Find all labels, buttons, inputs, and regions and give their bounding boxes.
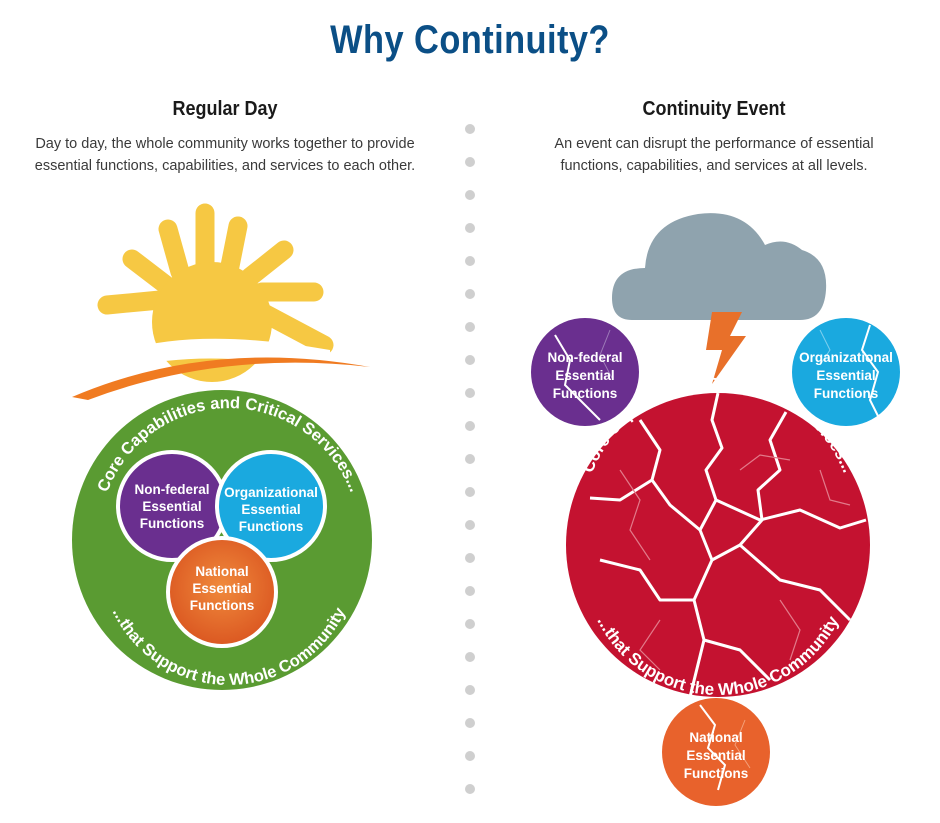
nonfederal-label-2: Essential (142, 499, 201, 514)
national-label-3: Functions (190, 598, 255, 613)
continuity-event-heading: Continuity Event (642, 98, 786, 120)
organizational-label-1: Organizational (224, 485, 318, 500)
minor-crack-lines (619, 454, 851, 671)
national-disrupted-label-2: Essential (686, 748, 745, 763)
sun-icon (72, 203, 370, 400)
regular-day-heading: Regular Day (172, 98, 278, 120)
nonfederal-functions-circle-disrupted: Non-federal Essential Functions (531, 318, 639, 426)
storm-cloud-icon (612, 213, 827, 320)
regular-day-description: Day to day, the whole community works to… (10, 133, 440, 177)
regular-day-diagram: Core Capabilities and Critical Services.… (72, 390, 372, 690)
organizational-disrupted-label-1: Organizational (799, 350, 893, 365)
continuity-event-desc-line-2: functions, capabilities, and services at… (560, 158, 868, 174)
nonfederal-disrupted-label-2: Essential (555, 368, 614, 383)
national-label-1: National (195, 564, 248, 579)
column-divider (465, 124, 475, 794)
organizational-label-2: Essential (241, 502, 300, 517)
national-label-2: Essential (192, 581, 251, 596)
national-functions-circle-disrupted: National Essential Functions (662, 698, 770, 806)
crack-lines (589, 392, 867, 698)
continuity-event-description: An event can disrupt the performance of … (499, 133, 929, 177)
organizational-functions-circle: Organizational Essential Functions (215, 450, 327, 562)
nonfederal-disrupted-label-3: Functions (553, 386, 618, 401)
national-disrupted-label-1: National (689, 730, 742, 745)
regular-day-desc-line-1: Day to day, the whole community works to… (35, 136, 415, 152)
nonfederal-label-1: Non-federal (134, 482, 209, 497)
national-disrupted-label-3: Functions (684, 766, 749, 781)
organizational-disrupted-label-3: Functions (814, 386, 879, 401)
organizational-label-3: Functions (239, 519, 304, 534)
continuity-event-desc-line-1: An event can disrupt the performance of … (554, 136, 874, 152)
lightning-bolt-icon (706, 312, 746, 384)
organizational-disrupted-label-2: Essential (816, 368, 875, 383)
nonfederal-functions-circle: Non-federal Essential Functions (116, 450, 228, 562)
regular-day-desc-line-2: essential functions, capabilities, and s… (34, 158, 416, 174)
nonfederal-label-3: Functions (140, 516, 205, 531)
nonfederal-disrupted-label-1: Non-federal (547, 350, 622, 365)
organizational-functions-circle-disrupted: Organizational Essential Functions (792, 318, 900, 426)
national-functions-circle: National Essential Functions (166, 536, 278, 648)
page-title: Why Continuity? (330, 18, 610, 62)
